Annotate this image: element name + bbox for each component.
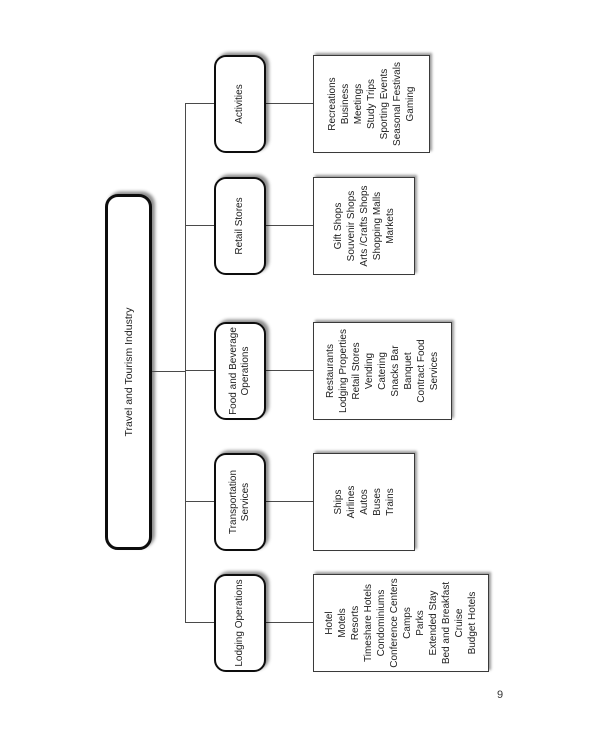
connector-trunk-lodging	[185, 622, 214, 623]
root-node-label: Travel and Tourism Industry	[122, 307, 135, 437]
page-number: 9	[497, 689, 504, 701]
branch-node-lodging: Lodging Operations	[214, 574, 266, 672]
connector-root	[152, 371, 185, 372]
branch-node-transportation: Transportation Services	[214, 453, 266, 551]
branch-node-label: Transportation Services	[228, 469, 251, 535]
branch-list-items: Ships Airlines Autos Buses Trains	[332, 485, 396, 519]
connector-list-activities	[266, 103, 313, 104]
branch-list-items: Gift Shops Souvenir Shops Arts /Crafts S…	[332, 185, 396, 267]
branch-node-food-and-beverage: Food and Beverage Operations	[214, 322, 266, 420]
branch-node-label: Activities	[234, 84, 245, 124]
branch-list-items: Hotel Motels Resorts Timeshare Hotels Co…	[324, 578, 478, 668]
connector-trunk	[185, 104, 186, 623]
branch-node-label: Retail Stores	[234, 197, 245, 255]
root-node: Travel and Tourism Industry	[105, 194, 152, 550]
branch-node-label: Lodging Operations	[234, 579, 245, 667]
connector-list-lodging	[266, 622, 313, 623]
connector-trunk-retail-stores	[185, 225, 214, 226]
connector-list-food-and-beverage	[266, 370, 313, 371]
branch-list-transportation: Ships Airlines Autos Buses Trains	[313, 453, 415, 551]
branch-list-items: Restaurants Lodging Properties Retail St…	[325, 329, 440, 413]
connector-trunk-transportation	[185, 501, 214, 502]
branch-node-activities: Activities	[214, 55, 266, 153]
branch-list-lodging: Hotel Motels Resorts Timeshare Hotels Co…	[313, 574, 489, 672]
branch-list-retail-stores: Gift Shops Souvenir Shops Arts /Crafts S…	[313, 177, 415, 275]
connector-trunk-food-and-beverage	[185, 370, 214, 371]
branch-list-food-and-beverage: Restaurants Lodging Properties Retail St…	[313, 322, 452, 420]
branch-node-label: Food and Beverage Operations	[228, 327, 251, 415]
branch-list-activities: Recreations Business Meetings Study Trip…	[313, 55, 430, 153]
connector-list-retail-stores	[266, 225, 313, 226]
connector-list-transportation	[266, 501, 313, 502]
branch-node-retail-stores: Retail Stores	[214, 177, 266, 275]
connector-trunk-activities	[185, 103, 214, 104]
branch-list-items: Recreations Business Meetings Study Trip…	[327, 62, 416, 146]
